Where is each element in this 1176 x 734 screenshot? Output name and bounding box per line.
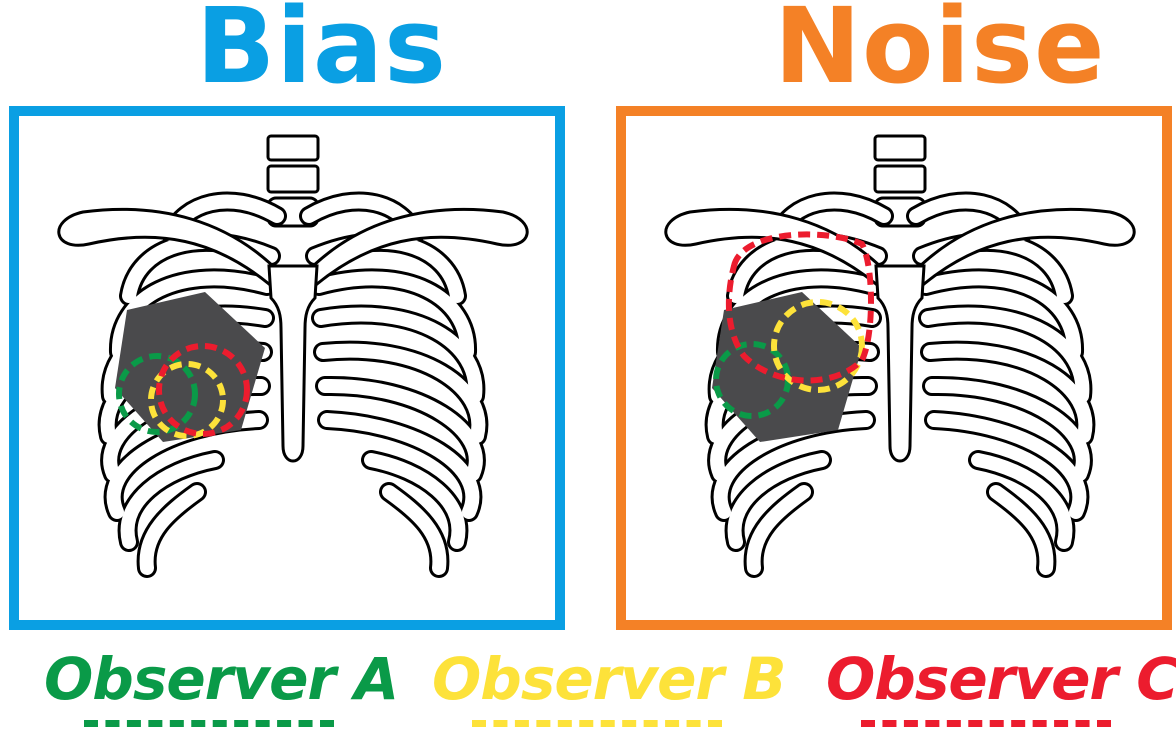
noise-title: Noise (774, 0, 1106, 98)
bias-panel (9, 106, 565, 630)
legend-observer-c-line (861, 720, 1111, 727)
legend-observer-a: Observer A (44, 650, 374, 727)
legend-observer-b: Observer B (432, 650, 762, 727)
legend-observer-c-label: Observer C (826, 650, 1146, 708)
bias-title: Bias (196, 0, 447, 98)
legend-observer-b-label: Observer B (432, 650, 762, 708)
legend-observer-c: Observer C (826, 650, 1146, 727)
legend-observer-a-line (84, 720, 334, 727)
noise-diagram (626, 116, 1162, 620)
noise-panel (616, 106, 1172, 630)
legend-observer-a-label: Observer A (44, 650, 374, 708)
legend-observer-b-line (472, 720, 722, 727)
bias-diagram (19, 116, 555, 620)
